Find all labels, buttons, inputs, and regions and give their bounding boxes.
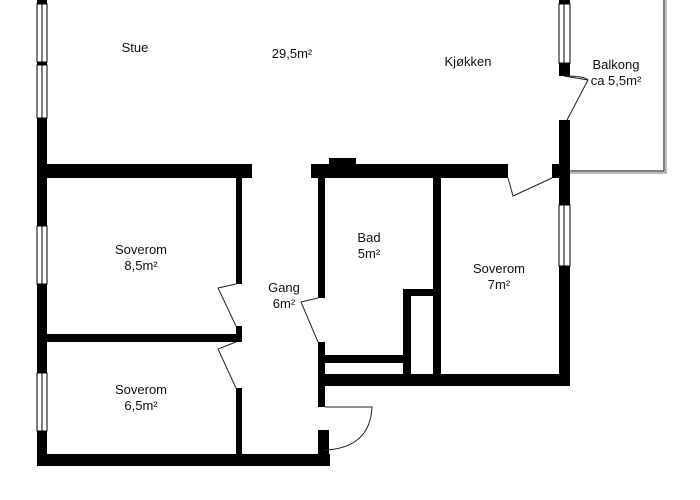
room-area: 5m² <box>357 246 381 261</box>
balcony-outline <box>570 0 667 174</box>
room-area: 8,5m² <box>124 258 158 273</box>
room-label-soverom-2: Soverom 7m² <box>473 261 525 293</box>
room-name: Kjøkken <box>444 54 492 69</box>
room-area-stue-kjokken: 29,5m² <box>272 46 312 62</box>
room-label-soverom-3: Soverom 6,5m² <box>115 382 167 414</box>
room-name: Soverom <box>472 261 526 276</box>
room-area: 7m² <box>487 277 511 292</box>
room-label-bad: Bad 5m² <box>357 230 380 262</box>
room-area: 6,5m² <box>124 398 158 413</box>
windows <box>36 3 571 432</box>
room-name: Gang <box>268 280 300 295</box>
room-area: ca 5,5m² <box>590 73 642 88</box>
room-name: Stue <box>121 40 149 55</box>
room-label-gang: Gang 6m² <box>268 280 300 312</box>
room-name: Balkong <box>592 57 640 72</box>
room-label-soverom-1: Soverom 8,5m² <box>115 242 167 274</box>
walls <box>37 0 570 466</box>
room-label-kjokken: Kjøkken <box>445 54 492 70</box>
room-area: 6m² <box>272 296 296 311</box>
room-name: Soverom <box>114 382 168 397</box>
room-label-stue: Stue <box>122 40 149 56</box>
room-area: 29,5m² <box>271 46 313 61</box>
room-name: Bad <box>357 230 381 245</box>
room-label-balkong: Balkong ca 5,5m² <box>591 57 642 89</box>
room-name: Soverom <box>114 242 168 257</box>
doors <box>217 75 589 451</box>
